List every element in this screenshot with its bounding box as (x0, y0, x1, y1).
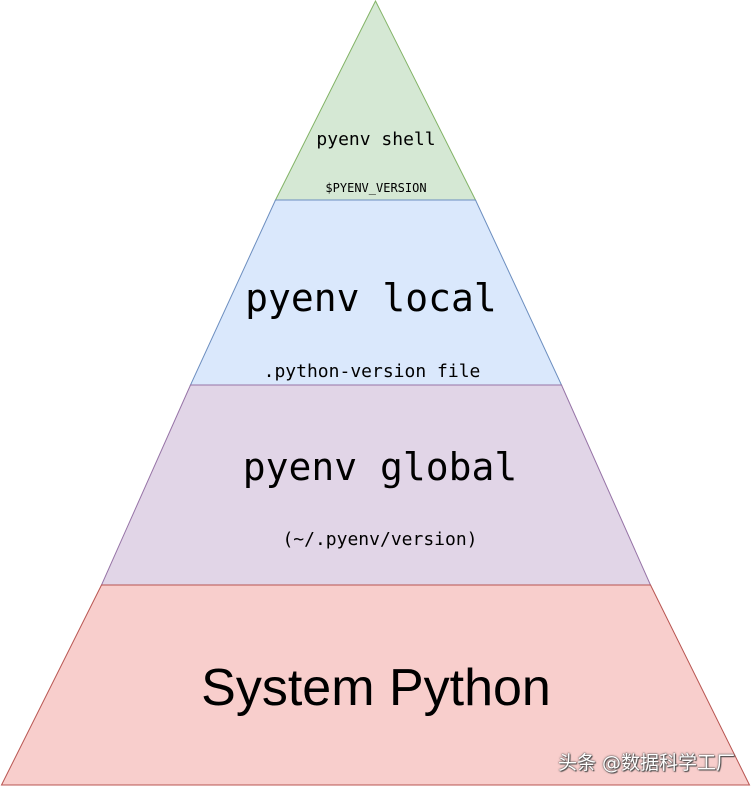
watermark-text: 头条 @数据科学工厂 (557, 752, 735, 774)
layer-shell-subtitle: $PYENV_VERSION (325, 181, 426, 195)
layer-local-title: pyenv local (245, 276, 497, 320)
layer-system-title: System Python (201, 659, 551, 717)
layer-shell-title: pyenv shell (316, 129, 435, 150)
layer-global-subtitle: (~/.pyenv/version) (282, 529, 477, 550)
layer-local-subtitle: .python-version file (264, 361, 481, 382)
layer-global-title: pyenv global (243, 445, 518, 489)
layer-shell-shape (274, 0, 477, 201)
layer-system-shape (0, 584, 751, 786)
